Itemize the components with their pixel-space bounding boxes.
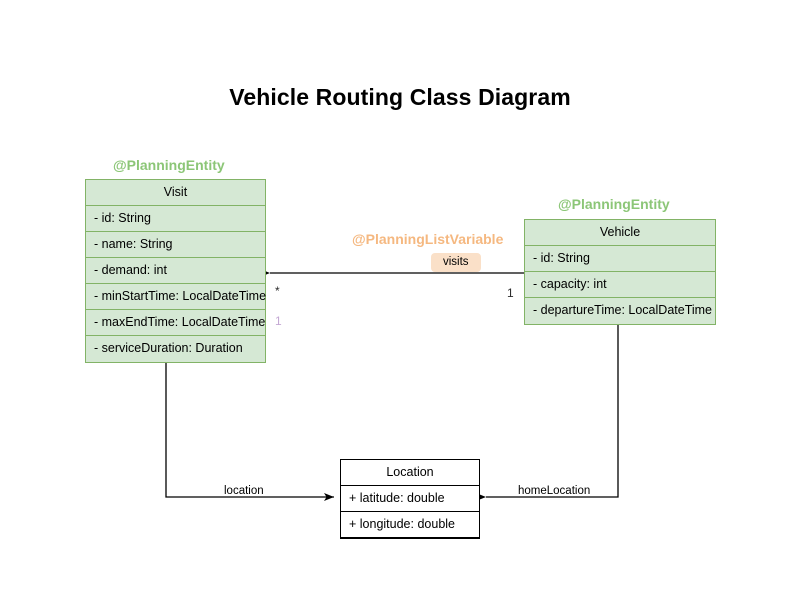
class-box-location[interactable]: Location + latitude: double + longitude:… [340,459,480,539]
edge-home-location [476,323,619,501]
edge-label-home-location: homeLocation [518,485,591,497]
edge-location [165,363,334,501]
stereotype-planning-list-variable: @PlanningListVariable [352,231,504,247]
class-attribute: - demand: int [86,258,265,284]
class-attribute: - id: String [525,246,715,272]
class-attribute: - departureTime: LocalDateTime [533,303,713,317]
class-attribute: - capacity: int [525,272,715,298]
class-box-vehicle[interactable]: Vehicle - id: String - capacity: int - d… [524,219,716,325]
multiplicity-visits-target: * [275,284,280,298]
class-name-visit: Visit [86,180,265,206]
multiplicity-visit-secondary: 1 [275,314,282,328]
page-title: Vehicle Routing Class Diagram [229,84,571,110]
edge-label-location: location [224,485,264,497]
class-attribute: - name: String [86,232,265,258]
class-attribute: - serviceDuration: Duration [94,341,243,355]
class-attribute: + latitude: double [341,486,479,512]
class-attribute: - minStartTime: LocalDateTime [86,284,266,310]
class-attribute: + longitude: double [341,512,479,538]
class-name-vehicle: Vehicle [525,220,715,246]
class-box-visit[interactable]: Visit - id: String - name: String - dema… [85,179,266,363]
stereotype-visit: @PlanningEntity [113,157,225,173]
edge-label-visits: visits [431,253,481,272]
class-attribute: - id: String [86,206,265,232]
multiplicity-visits-source: 1 [507,286,514,300]
class-name-location: Location [341,460,479,486]
stereotype-vehicle: @PlanningEntity [558,196,670,212]
class-attribute: - maxEndTime: LocalDateTime [86,310,265,336]
